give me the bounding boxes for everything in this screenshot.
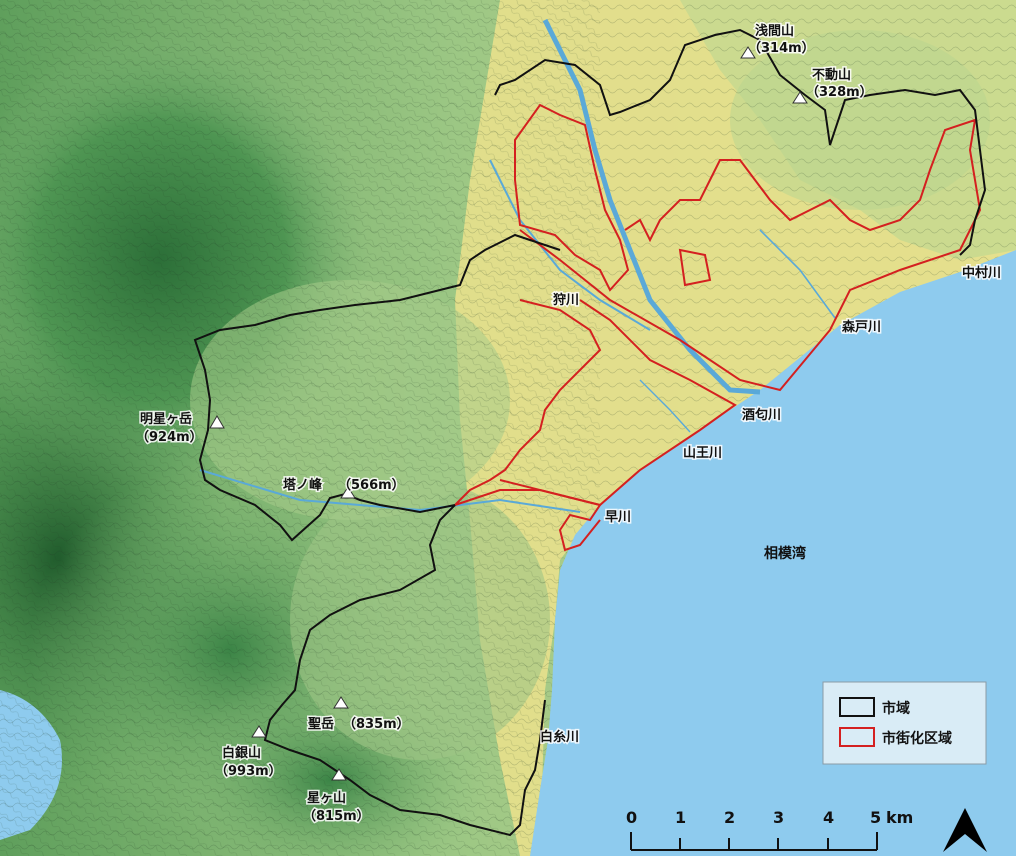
peak-tounomine: 塔ノ峰 （566m） xyxy=(282,476,406,499)
city-boundary xyxy=(193,28,987,837)
legend-swatch xyxy=(839,697,875,717)
sea-label: 相模湾 xyxy=(764,545,806,562)
peak-elevation: （328m） xyxy=(806,84,873,100)
scale-label: 4 xyxy=(823,808,834,827)
morito-river xyxy=(759,229,836,319)
peak-myoujougatake: 明星ヶ岳 （924m） xyxy=(135,411,225,447)
scale-label: 1 xyxy=(675,808,686,827)
river-label-shiraito: 白糸川 xyxy=(540,729,579,745)
peak-elevation: （993m） xyxy=(215,763,282,779)
scale-unit: km xyxy=(886,808,913,827)
north-arrow-icon xyxy=(943,808,987,852)
peak-triangle-icon xyxy=(331,768,347,781)
river-label-nakamura: 中村川 xyxy=(962,265,1001,281)
river-label-sannou: 山王川 xyxy=(683,445,722,461)
legend-swatch xyxy=(839,727,875,747)
river-label-sakawa: 酒匂川 xyxy=(742,407,781,423)
peak-hijiridake: 聖岳 （835m） xyxy=(307,696,411,734)
haya-river xyxy=(199,469,581,513)
sannou-river xyxy=(639,379,691,433)
peak-elevation: （835m） xyxy=(343,716,410,732)
scale-label: 0 xyxy=(626,808,637,827)
peak-fudousan: 不動山 （328m） xyxy=(792,66,874,104)
peak-triangle-icon xyxy=(740,46,756,59)
peak-name: 聖岳 xyxy=(308,716,334,732)
peak-name: 不動山 xyxy=(812,67,851,83)
peak-shiroganeyama: 白銀山 （993m） xyxy=(214,725,283,781)
legend-label: 市街化区域 xyxy=(882,730,952,747)
peak-elevation: （815m） xyxy=(303,808,370,824)
sakawa-river xyxy=(542,18,761,395)
scale-label: 5 xyxy=(870,808,881,827)
peak-name: 白銀山 xyxy=(222,745,261,761)
scale-bar: 0 1 2 3 4 5 km xyxy=(626,808,913,851)
peak-sengenyama: 浅間山 （314m） xyxy=(740,22,816,59)
rivers xyxy=(199,18,836,513)
peak-elevation: （314m） xyxy=(748,40,815,56)
river-label-haya: 早川 xyxy=(605,510,631,525)
peak-name: 塔ノ峰 xyxy=(283,477,323,493)
legend-label: 市域 xyxy=(882,700,910,717)
peak-triangle-icon xyxy=(792,91,808,104)
peak-triangle-icon xyxy=(333,696,349,709)
scale-label: 2 xyxy=(724,808,735,827)
river-label-kari: 狩川 xyxy=(553,292,579,308)
kari-river xyxy=(489,159,651,331)
peak-name: 明星ヶ岳 xyxy=(140,412,192,427)
river-labels: 中村川 森戸川 狩川 酒匂川 山王川 早川 白糸川 xyxy=(539,264,1003,747)
peak-elevation: （924m） xyxy=(136,429,203,445)
legend-item-city-boundary: 市域 xyxy=(839,697,910,717)
peak-elevation: （566m） xyxy=(338,477,405,493)
peak-name: 浅間山 xyxy=(755,23,794,39)
peak-name: 星ヶ山 xyxy=(307,790,346,806)
legend-box xyxy=(822,681,987,765)
peaks: 浅間山 （314m） 不動山 （328m） 明星ヶ岳 （924m） 塔ノ峰 （5… xyxy=(135,22,875,826)
peak-triangle-icon xyxy=(340,486,356,499)
river-label-morito: 森戸川 xyxy=(842,319,881,335)
legend: 市域 市街化区域 xyxy=(822,681,987,765)
scale-label: 3 xyxy=(773,808,784,827)
peak-triangle-icon xyxy=(209,415,225,429)
peak-triangle-icon xyxy=(251,725,267,738)
legend-item-urbanization-area: 市街化区域 xyxy=(839,727,952,747)
urbanization-area xyxy=(454,103,982,552)
peak-hoshigayama: 星ヶ山 （815m） xyxy=(302,768,371,826)
